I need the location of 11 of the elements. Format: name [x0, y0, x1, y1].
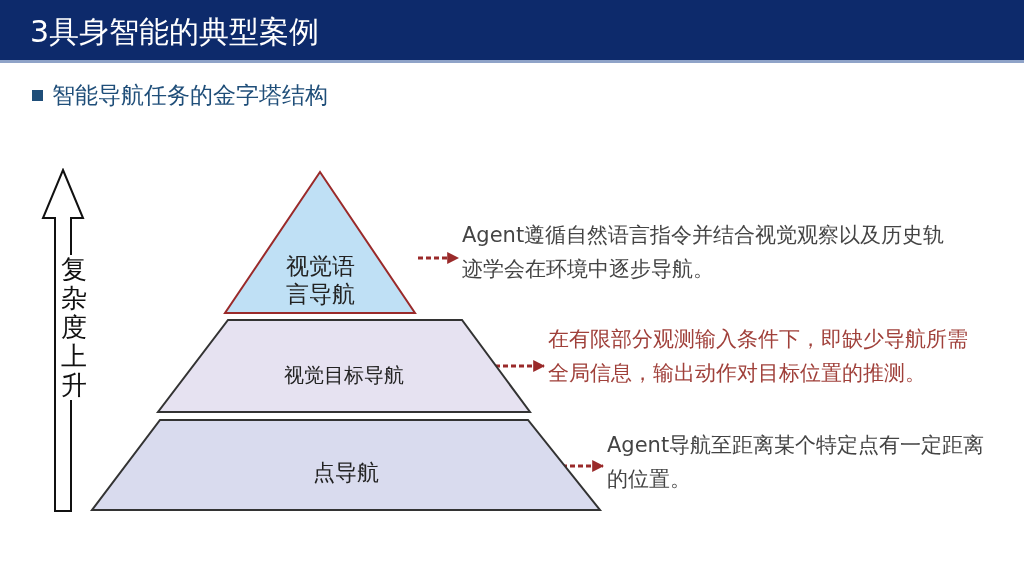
slide-title: 3具身智能的典型案例	[30, 13, 320, 51]
dashed-arrow	[418, 252, 460, 264]
axis-label: 复杂度上升	[61, 255, 89, 400]
description-text: Agent导航至距离某个特定点有一定距离的位置。	[607, 432, 986, 493]
tier-label: 视觉语言导航	[284, 252, 356, 308]
description-text: 在有限部分观测输入条件下，即缺少导航所需全局信息，输出动作对目标位置的推测。	[548, 326, 969, 387]
tier-label: 点导航	[312, 459, 380, 487]
dashed-arrow	[495, 360, 546, 372]
subtitle: 智能导航任务的金字塔结构	[52, 81, 328, 110]
tier-label: 视觉目标导航	[283, 362, 405, 389]
description-text: Agent遵循自然语言指令并结合视觉观察以及历史轨迹学会在环境中逐步导航。	[462, 222, 946, 283]
